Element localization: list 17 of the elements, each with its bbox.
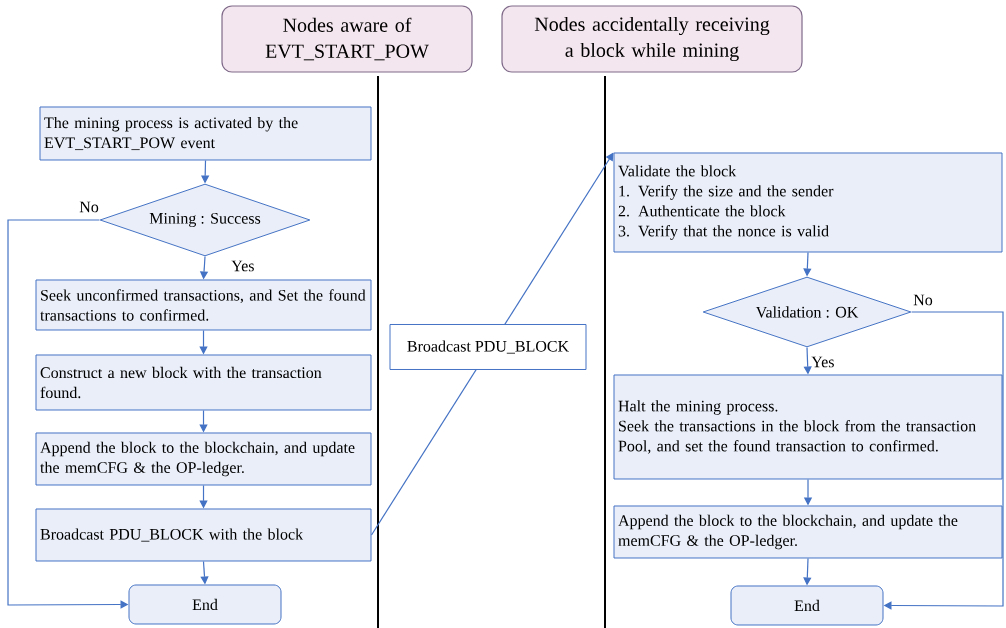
terminal-box: End — [128, 584, 282, 625]
edge-label: Yes — [231, 260, 254, 272]
lane-header: Nodes accidentally receiving a block while mining — [501, 5, 803, 73]
edge-label: Yes — [811, 356, 834, 368]
process-box: Validate the block 1. Verify the size and the sender 2. Authenticate the block 3. Verify that the nonce is valid — [613, 152, 1003, 253]
lane-header: Nodes aware of EVT_START_POW — [221, 5, 473, 73]
edge-label: No — [913, 294, 933, 306]
edge-label: No — [79, 201, 99, 213]
process-box: Seek unconfirmed transactions, and Set the found transactions to confirmed. — [35, 279, 372, 331]
edge-box-label: Broadcast PDU_BLOCK — [389, 324, 587, 370]
process-box: Broadcast PDU_BLOCK with the block — [35, 508, 372, 562]
process-box: Append the block to the blockchain, and update the memCFG & the OP-ledger. — [35, 432, 372, 486]
process-box: The mining process is activated by the EVT_START_POW event — [39, 106, 372, 161]
process-box: Append the block to the blockchain, and update the memCFG & the OP-ledger. — [613, 505, 1003, 559]
terminal-box: End — [730, 585, 884, 626]
process-box: Construct a new block with the transaction found. — [35, 354, 372, 411]
process-box: Halt the mining process. Seek the transactions in the block from the transaction Pool, and set the found transaction to confirmed. — [613, 374, 1003, 480]
